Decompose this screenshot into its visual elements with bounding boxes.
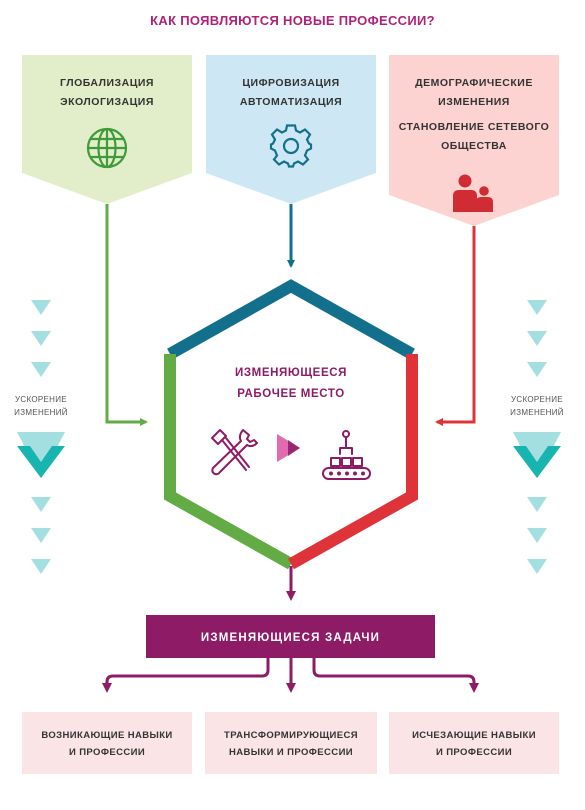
right-big-triangle-inner: [526, 446, 548, 462]
top-box-3-line-3: СТАНОВЛЕНИЕ СЕТЕВОГО: [399, 121, 550, 133]
top-box-1-line-1: ГЛОБАЛИЗАЦИЯ: [60, 77, 154, 89]
left-small-triangle-1: [31, 300, 51, 315]
right-small-triangle-6: [527, 559, 547, 574]
left-small-triangle-4: [31, 497, 51, 512]
tasks-label: ИЗМЕНЯЮЩИЕСЯ ЗАДАЧИ: [201, 632, 380, 644]
globe-icon: [86, 127, 128, 169]
bottom-box-transforming: ТРАНСФОРМИРУЮЩИЕСЯ НАВЫКИ И ПРОФЕССИИ: [205, 712, 377, 774]
left-side-label-line-2: ИЗМЕНЕНИЙ: [14, 408, 68, 417]
top-box-demographics: ДЕМОГРАФИЧЕСКИЕ ИЗМЕНЕНИЯ СТАНОВЛЕНИЕ СЕ…: [389, 55, 559, 226]
top-box-3-line-1: ДЕМОГРАФИЧЕСКИЕ: [415, 77, 533, 89]
left-small-triangle-3: [31, 362, 51, 377]
right-side-label-line-1: УСКОРЕНИЕ: [511, 395, 563, 404]
play-arrow-icon: [277, 434, 300, 462]
left-big-triangle-inner: [30, 446, 52, 462]
top-box-globalization: ГЛОБАЛИЗАЦИЯ ЭКОЛОГИЗАЦИЯ: [22, 55, 192, 204]
top-box-1-line-2: ЭКОЛОГИЗАЦИЯ: [60, 96, 154, 108]
bottom-box-3-line-2: И ПРОФЕССИИ: [436, 747, 512, 758]
top-box-3-line-4: ОБЩЕСТВА: [441, 140, 507, 152]
hex-label-line-2: РАБОЧЕЕ МЕСТО: [237, 388, 345, 400]
left-acceleration-column: УСКОРЕНИЕ ИЗМЕНЕНИЙ: [14, 300, 68, 574]
changing-tasks-bar: ИЗМЕНЯЮЩИЕСЯ ЗАДАЧИ: [146, 615, 435, 658]
right-small-triangle-5: [527, 528, 547, 543]
bottom-box-2-line-1: ТРАНСФОРМИРУЮЩИЕСЯ: [224, 730, 358, 741]
bottom-box-3-line-1: ИСЧЕЗАЮЩИЕ НАВЫКИ: [412, 730, 536, 741]
task-branches: [102, 658, 479, 693]
right-small-triangle-4: [527, 497, 547, 512]
right-small-triangle-1: [527, 300, 547, 315]
top-box-digitalization: ЦИФРОВИЗАЦИЯ АВТОМАТИЗАЦИЯ: [206, 55, 376, 204]
right-small-triangle-2: [527, 331, 547, 346]
changing-workplace-hexagon: [164, 279, 418, 570]
right-side-label-line-2: ИЗМЕНЕНИЙ: [510, 408, 564, 417]
left-side-label-line-1: УСКОРЕНИЕ: [15, 395, 67, 404]
bottom-box-1-line-1: ВОЗНИКАЮЩИЕ НАВЫКИ: [41, 730, 172, 741]
hammer-wrench-icon: [211, 429, 258, 476]
left-small-triangle-5: [31, 528, 51, 543]
bottom-box-2-line-2: НАВЫКИ И ПРОФЕССИИ: [229, 747, 353, 758]
page-title: КАК ПОЯВЛЯЮТСЯ НОВЫЕ ПРОФЕССИИ?: [150, 13, 435, 28]
arrow-red-to-hex: [435, 226, 476, 426]
robot-conveyor-icon: [322, 430, 371, 480]
top-box-2-line-2: АВТОМАТИЗАЦИЯ: [240, 96, 342, 108]
bottom-box-emerging: ВОЗНИКАЮЩИЕ НАВЫКИ И ПРОФЕССИИ: [22, 712, 192, 774]
left-small-triangle-2: [31, 331, 51, 346]
people-icon: [453, 174, 493, 212]
right-small-triangle-3: [527, 362, 547, 377]
gear-icon: [269, 124, 313, 168]
top-box-3-line-2: ИЗМЕНЕНИЯ: [438, 96, 510, 108]
top-box-2-line-1: ЦИФРОВИЗАЦИЯ: [242, 77, 339, 89]
bottom-box-disappearing: ИСЧЕЗАЮЩИЕ НАВЫКИ И ПРОФЕССИИ: [389, 712, 559, 774]
bottom-box-1-line-2: И ПРОФЕССИИ: [69, 747, 145, 758]
right-acceleration-column: УСКОРЕНИЕ ИЗМЕНЕНИЙ: [510, 300, 564, 574]
arrow-green-to-hex: [105, 204, 148, 426]
hex-label-line-1: ИЗМЕНЯЮЩЕЕСЯ: [235, 367, 347, 379]
left-small-triangle-6: [31, 559, 51, 574]
